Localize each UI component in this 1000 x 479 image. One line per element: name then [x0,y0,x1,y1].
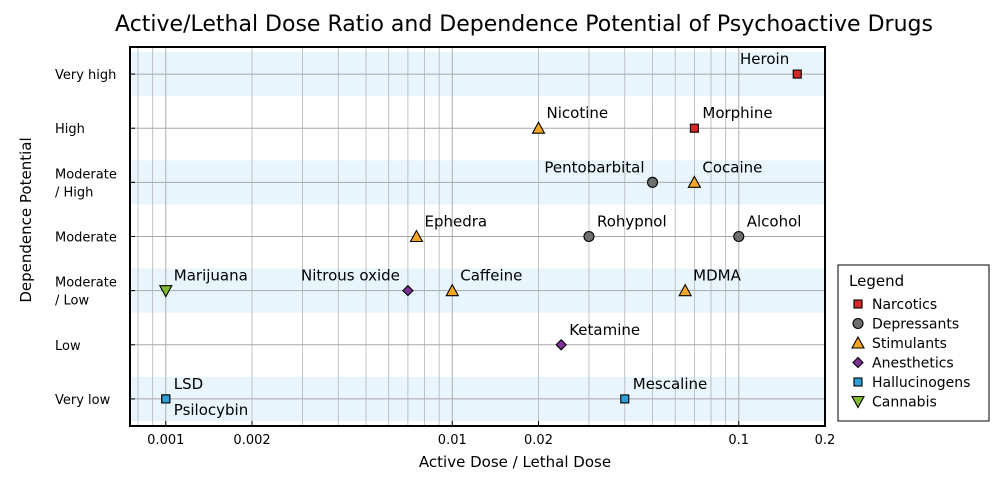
y-tick-label: / Low [55,294,89,309]
data-point [409,229,424,243]
legend-entry: Depressants [872,317,959,333]
legend-marker [852,317,864,330]
legend-entry: Cannabis [872,395,937,411]
data-label: Nicotine [547,104,609,122]
data-label: Marijuana [174,267,248,285]
y-tick-label: High [55,122,85,137]
x-axis-label: Active Dose / Lethal Dose [419,453,611,471]
data-point [161,394,171,404]
data-point [646,176,659,188]
x-tick-label: 0.2 [815,433,836,448]
data-point [792,69,802,79]
legend-marker [853,377,863,387]
y-tick-label: Very high [55,68,116,83]
data-label: Psilocybin [174,401,248,419]
data-label: LSD [174,375,203,393]
data-label: Cocaine [702,158,762,176]
data-point [555,339,567,351]
legend-entry: Stimulants [872,336,947,352]
y-tick-label: Moderate [55,276,117,291]
plot-frame [129,46,826,427]
data-label: Nitrous oxide [301,267,400,285]
data-label: Heroin [740,50,789,68]
legend-entry: Anesthetics [872,356,954,372]
data-label: MDMA [693,267,741,285]
y-axis-label: Dependence Potential [17,137,35,302]
legend-entry: Hallucinogens [872,375,970,391]
data-point [583,230,595,243]
legend: Legend NarcoticsDepressantsStimulantsAne… [837,264,990,422]
data-label: Rohypnol [597,213,667,231]
data-label: Alcohol [747,213,802,231]
data-label: Mescaline [633,375,708,393]
x-tick-label: 0.002 [233,433,270,448]
y-tick-label: Moderate [55,231,117,246]
y-tick-label: Moderate [55,167,117,182]
x-tick-label: 0.01 [438,433,467,448]
legend-marker [851,335,865,349]
data-label: Ketamine [569,321,640,339]
legend-marker [851,395,865,409]
data-point [733,230,745,243]
data-point [620,394,630,404]
data-label: Ephedra [424,213,487,231]
legend-marker [852,356,864,369]
legend-entry: Narcotics [872,297,937,313]
x-tick-label: 0.02 [524,433,553,448]
data-point [678,283,693,297]
data-label: Morphine [702,104,772,122]
legend-marker [853,299,863,309]
data-point [158,285,173,298]
data-point [445,283,460,297]
data-point [531,121,546,134]
legend-frame [837,264,990,422]
legend-title: Legend [849,272,904,290]
data-label: Caffeine [460,267,522,285]
data-point [689,123,699,133]
data-label: Pentobarbital [544,158,644,176]
data-point [402,284,414,297]
y-tick-label: Very low [55,393,111,408]
chart-title: Active/Lethal Dose Ratio and Dependence … [115,12,933,37]
x-tick-label: 0.1 [728,433,749,448]
data-point [687,175,702,188]
y-tick-label: / High [55,185,93,200]
x-tick-label: 0.001 [147,433,184,448]
y-tick-label: Low [55,339,81,354]
